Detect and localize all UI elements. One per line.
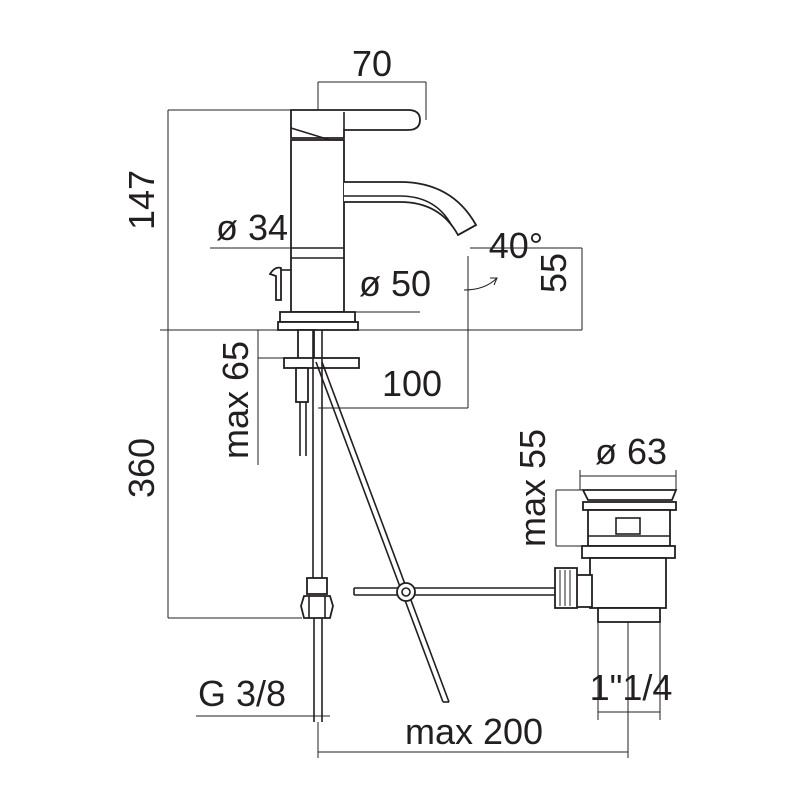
dim-waste-diameter: ø 63 — [595, 431, 667, 472]
dim-max-deck: max 65 — [215, 341, 256, 459]
pop-up-pull-knob — [268, 266, 291, 301]
waste-assembly — [554, 489, 678, 623]
dim-rod-length: max 200 — [405, 711, 543, 752]
faucet-spout — [344, 181, 478, 237]
dim-total-height: 147 — [121, 170, 162, 230]
faucet-body — [290, 139, 345, 313]
dim-spout-angle: 40° — [489, 225, 543, 266]
dim-waste-thread: 1"1/4 — [590, 667, 673, 708]
dimension-labels: 70 147 ø 34 40° 55 ø 50 max 65 100 360 m… — [121, 43, 672, 752]
dim-spout-reach: 100 — [382, 363, 442, 404]
dim-waste-height: max 55 — [512, 429, 553, 547]
dim-body-diameter: ø 34 — [216, 207, 288, 248]
faucet-lever — [290, 109, 421, 141]
dim-spout-height: 55 — [533, 253, 574, 293]
dim-top-width: 70 — [352, 43, 392, 84]
pop-up-rod — [315, 361, 450, 703]
dim-base-diameter: ø 50 — [359, 263, 431, 304]
faucet-base — [277, 311, 359, 331]
supply-hose — [300, 330, 334, 722]
dim-supply-thread: G 3/8 — [198, 673, 286, 714]
horizontal-linkage — [353, 582, 560, 602]
dim-hose-length: 360 — [121, 438, 162, 498]
dimension-lines — [160, 81, 677, 758]
